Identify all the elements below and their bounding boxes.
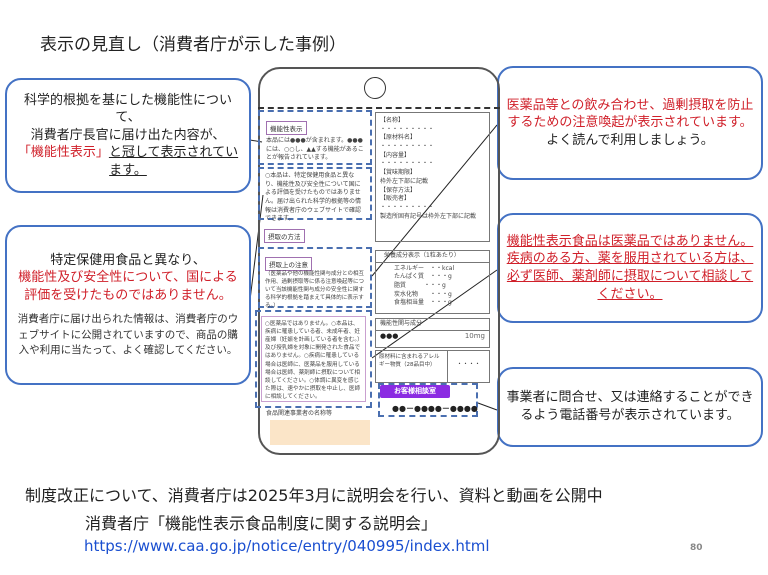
func-text: 本品には●●●が含まれます。●●●には、○○し、▲▲する機能があることが報告され…: [266, 137, 364, 162]
nutrition-row: 食塩相当量 ・・・g: [394, 299, 452, 307]
callout-phone: 事業者に問合せ、又は連絡することができるよう電話番号が表示されています。: [497, 367, 763, 447]
lot-area: [270, 420, 370, 445]
slide-title: 表示の見直し（消費者庁が示した事例）: [40, 35, 346, 55]
nutrition-row: 炭水化物 ・・・g: [394, 290, 452, 298]
component-title: 機能性関与成分: [376, 319, 489, 331]
callout-text: 事業者に問合せ、又は連絡することができるよう電話番号が表示されています。: [506, 390, 754, 423]
intake-caution-panel: 摂取上の注意 （医薬品や他の機能性関与成分との相互作用、過剰摂取等に係る注意喚起…: [258, 247, 372, 309]
highlight-text: 医薬品等との飲み合わせ、過剰摂取を防止するための注意喚起が表示されています。: [506, 97, 754, 131]
notice-text: ○本品は、特定保健用食品と異なり、機能性及び安全性について国による評価を受けたも…: [265, 172, 362, 223]
divider: [258, 107, 500, 109]
callout-text: 特定保健用食品と異なり、: [50, 252, 206, 268]
highlight-text: 機能性及び安全性について、国による評価を受けたものではありません。: [18, 270, 238, 303]
func-title: 機能性表示: [266, 121, 307, 135]
nutrition-row: たんぱく質 ・・・g: [394, 273, 452, 281]
callout-text: 科学的根拠を基にした機能性について、: [23, 92, 232, 126]
info-item: 【名称】: [380, 117, 405, 124]
bottom-note: 制度改正について、消費者庁は2025年3月に説明会を行い、資料と動画を公開中: [25, 486, 603, 505]
notice-panel: ○本品は、特定保健用食品と異なり、機能性及び安全性について国による評価を受けたも…: [258, 167, 372, 222]
info-item: 枠外左下部に記載: [380, 177, 429, 185]
allergen-label: 原材料に含まれるアレルギー物質（28品目中）: [376, 351, 448, 382]
intake-method-label: 摂取の方法: [264, 229, 305, 243]
info-item: 【保存方法】: [380, 186, 417, 194]
callout-text: 消費者庁長官に届け出た内容が、: [30, 127, 226, 143]
contact-panel: [378, 383, 478, 417]
callout-text: よく読んで利用しましょう。: [546, 132, 714, 148]
nutrition-row: エネルギー ・・kcal: [394, 264, 455, 272]
maker-line: 食品関連事業者の名称等: [266, 410, 333, 417]
allergen-value: ・・・・: [456, 361, 481, 368]
callout-note: 消費者庁に届け出られた情報は、消費者庁のウェブサイトに公開されていますので、商品…: [17, 313, 239, 356]
caution-text: （医薬品や他の機能性関与成分との相互作用、過剰摂取等に係る注意喚起等について当該…: [265, 271, 365, 309]
component-value: 10mg: [464, 331, 485, 340]
highlight-text: 機能性表示食品は医薬品ではありません。疾病のある方、薬を服用されている方は、必ず…: [506, 233, 754, 302]
info-item: 【賞味期限】: [380, 169, 417, 177]
intake-caution-label: 摂取上の注意: [265, 257, 312, 271]
info-item: 【販売者】: [380, 195, 411, 203]
allergen-panel: 原材料に含まれるアレルギー物質（28品目中） ・・・・: [375, 350, 490, 383]
callout-not-evaluated: 特定保健用食品と異なり、 機能性及び安全性について、国による評価を受けたものでは…: [5, 225, 251, 385]
phone-number: ●●－●●●●－●●●●: [392, 404, 478, 413]
highlight-text: 「機能性表示」: [17, 145, 109, 161]
page-number: 80: [690, 543, 703, 553]
functional-claim-panel: 機能性表示 本品には●●●が含まれます。●●●には、○○し、▲▲する機能があるこ…: [258, 110, 372, 165]
info-item: 【内容量】: [380, 151, 411, 159]
info-item: 製造所固有記号は枠外左下部に記載: [380, 212, 477, 220]
briefing-title: 消費者庁「機能性表示食品制度に関する説明会」: [85, 514, 438, 533]
callout-not-medicine: 機能性表示食品は医薬品ではありません。疾病のある方、薬を服用されている方は、必ず…: [497, 213, 763, 323]
briefing-link[interactable]: https://www.caa.go.jp/notice/entry/04099…: [84, 537, 490, 555]
hang-hole: [364, 77, 386, 99]
functional-component-panel: 機能性関与成分 ●●● 10mg: [375, 318, 490, 348]
info-item: 【原材料名】: [380, 134, 417, 142]
callout-caution: 医薬品等との飲み合わせ、過剰摂取を防止するための注意喚起が表示されています。 よ…: [497, 66, 763, 180]
intake-method: 摂取の方法: [264, 224, 305, 243]
contact-button: お客様相談室: [380, 385, 450, 398]
nutrition-panel: 栄養成分表示（1粒あたり） エネルギー ・・kcal たんぱく質 ・・・g 脂質…: [375, 250, 490, 314]
warning-panel: ○医薬品ではありません。○本品は、疾病に罹患している者、未成年者、妊産婦（妊娠を…: [255, 310, 372, 408]
callout-text: と冠して表示されています。: [108, 145, 239, 178]
warning-text: ○医薬品ではありません。○本品は、疾病に罹患している者、未成年者、妊産婦（妊娠を…: [261, 316, 366, 402]
nutrition-title: 栄養成分表示（1粒あたり）: [376, 251, 489, 263]
component-name: ●●●: [380, 331, 399, 340]
nutrition-row: 脂質 ・・・g: [394, 282, 446, 290]
info-panel: 【名称】・・・・・・・・・ 【原材料名】・・・・・・・・・ 【内容量】・・・・・…: [375, 112, 490, 242]
callout-functional-claim: 科学的根拠を基にした機能性について、 消費者庁長官に届け出た内容が、 「機能性表…: [5, 78, 251, 193]
